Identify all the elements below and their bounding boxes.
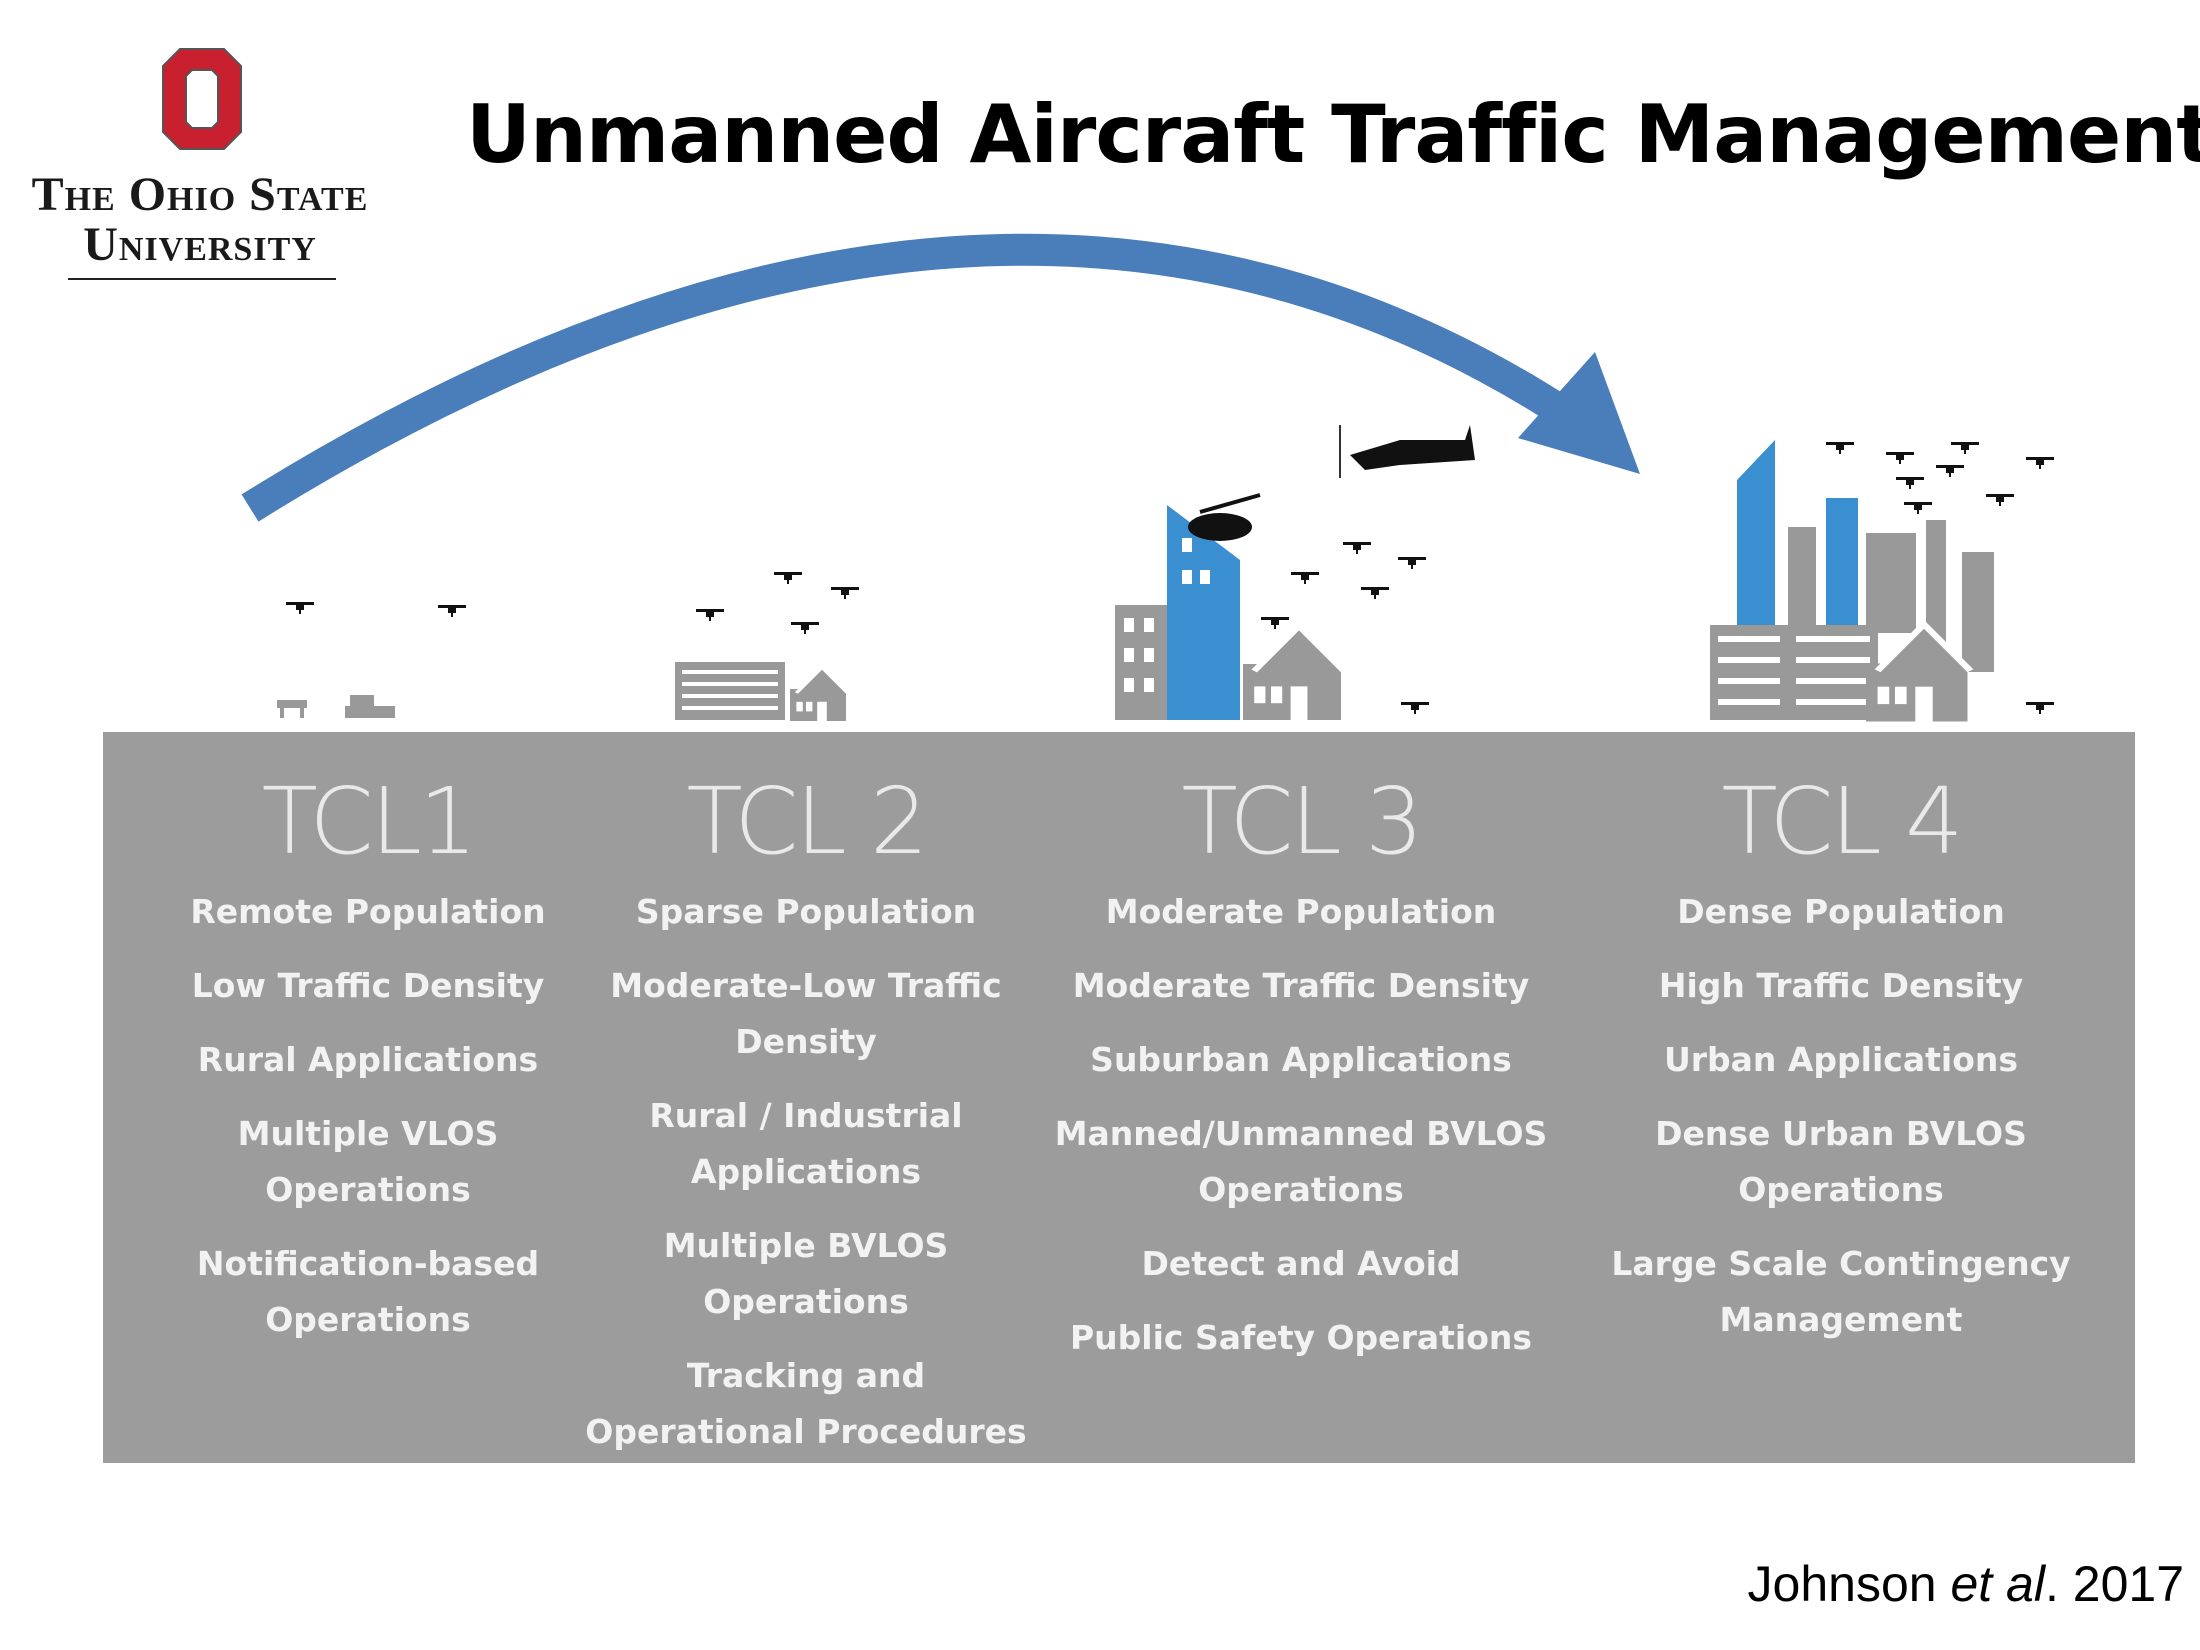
characteristic-line: Moderate Traffic Density [1072,966,1530,1005]
tcl-characteristic: Low Traffic Density [98,958,638,1014]
characteristic-line: Low Traffic Density [191,966,545,1005]
characteristic-line: Dense Urban BVLOS [1655,1114,2027,1153]
tcl-characteristic: Manned/Unmanned BVLOS Operations [1031,1106,1571,1218]
characteristic-line: Operational Procedures [585,1412,1027,1451]
tcl-characteristic: High Traffic Density [1571,958,2111,1014]
characteristic-line: Moderate-Low Traffic [610,966,1002,1005]
characteristic-line: Rural Applications [197,1040,539,1079]
tcl-characteristic: Urban Applications [1571,1032,2111,1088]
progress-arrow [241,233,1640,522]
tcl-characteristic: Dense Urban BVLOS Operations [1571,1106,2111,1218]
characteristic-line: Tracking and [686,1356,926,1395]
characteristic-line: Suburban Applications [1090,1040,1512,1079]
tcl3-scene [1115,425,1475,720]
tcl-characteristic: Dense Population [1571,884,2111,940]
characteristic-line: Sparse Population [635,892,977,931]
characteristic-line: Operations [1738,1170,1944,1209]
tcl-characteristic: Multiple VLOS Operations [98,1106,638,1218]
characteristic-line: Management [1719,1300,1963,1339]
citation: Johnson et al. 2017 [1748,1555,2184,1613]
logo-line-2: University [83,218,317,271]
characteristic-line: Operations [265,1170,471,1209]
characteristic-line: Operations [265,1300,471,1339]
tcl-characteristic: Detect and Avoid [1031,1236,1571,1292]
university-name: The Ohio State University [10,170,390,270]
tcl-heading: TCL 2 [686,768,928,875]
characteristic-line: Detect and Avoid [1141,1244,1461,1283]
characteristic-line: Multiple VLOS [237,1114,499,1153]
tcl-characteristic: Remote Population [98,884,638,940]
block-o-logo-icon [162,48,242,150]
citation-etal: et al [1950,1556,2045,1612]
characteristic-line: Operations [1198,1170,1404,1209]
characteristic-line: Moderate Population [1105,892,1497,931]
characteristic-line: Urban Applications [1663,1040,2019,1079]
tcl-heading: TCL 3 [1181,768,1423,875]
tcl-characteristic: Public Safety Operations [1031,1310,1571,1366]
characteristic-line: Density [735,1022,877,1061]
tcl-characteristic: Moderate Traffic Density [1031,958,1571,1014]
tcl-characteristic: Suburban Applications [1031,1032,1571,1088]
characteristic-line: Dense Population [1677,892,2005,931]
logo-rule [68,278,336,280]
citation-year: . 2017 [2044,1556,2184,1612]
characteristic-line: Rural / Industrial [649,1096,963,1135]
citation-author: Johnson [1747,1556,1937,1612]
tcl1-scene [277,602,466,718]
tcl-heading: TCL 4 [1721,768,1963,875]
characteristic-line: Notification-based [196,1244,540,1283]
tcl-characteristic: Sparse Population [536,884,1076,940]
tcl-characteristic: Rural Applications [98,1032,638,1088]
tcl4-scene [1710,440,2054,722]
logo-line-1: The Ohio State [31,168,369,221]
characteristic-line: Multiple BVLOS [663,1226,949,1265]
page-title: Unmanned Aircraft Traffic Management [466,88,2200,181]
characteristic-line: Remote Population [190,892,546,931]
tcl-characteristic: Moderate Population [1031,884,1571,940]
tcl-heading: TCL1 [261,768,478,875]
characteristic-line: Manned/Unmanned BVLOS [1054,1114,1548,1153]
characteristic-line: High Traffic Density [1658,966,2024,1005]
characteristic-line: Operations [703,1282,909,1321]
characteristic-line: Public Safety Operations [1069,1318,1533,1357]
osu-logo: The Ohio State University [10,20,390,280]
tcl-characteristic: Multiple BVLOS Operations [536,1218,1076,1330]
illustration [241,233,2054,722]
characteristic-line: Applications [690,1152,922,1191]
tcl2-scene [675,572,859,721]
characteristic-line: Large Scale Contingency [1611,1244,2071,1283]
